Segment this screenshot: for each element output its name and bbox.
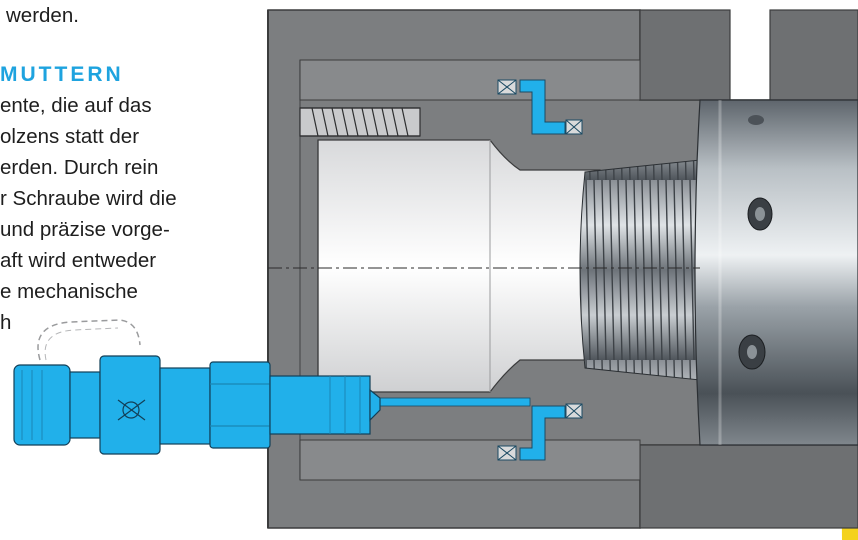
- spring: [299, 107, 421, 137]
- section-heading: MUTTERN: [0, 63, 124, 86]
- paragraph-line: aft wird entweder: [0, 249, 157, 272]
- housing-lower-block: [639, 444, 858, 529]
- paragraph-line: olzens statt der: [0, 125, 140, 148]
- document-text-column: werden. MUTTERN ente, die auf das olzens…: [0, 0, 250, 540]
- paragraph-line: h: [0, 311, 12, 334]
- paragraph-line: e mechanische: [0, 280, 138, 303]
- lower-seal: [497, 403, 583, 461]
- threaded-bolt-icon: [579, 159, 701, 381]
- oil-channel: [369, 397, 531, 407]
- hydraulic-coupling-icon: [13, 319, 381, 455]
- paragraph-line: ente, die auf das: [0, 94, 152, 117]
- bore: [317, 139, 601, 393]
- housing-upper-block: [769, 9, 858, 101]
- paragraph-line: und präzise vorge-: [0, 218, 170, 241]
- upper-seal: [497, 79, 583, 135]
- paragraph-line: erden. Durch rein: [0, 156, 159, 179]
- nut-body: [694, 99, 858, 446]
- text-fragment-top: werden.: [6, 4, 79, 27]
- housing-upper-block: [639, 9, 731, 101]
- paragraph-line: r Schraube wird die: [0, 187, 177, 210]
